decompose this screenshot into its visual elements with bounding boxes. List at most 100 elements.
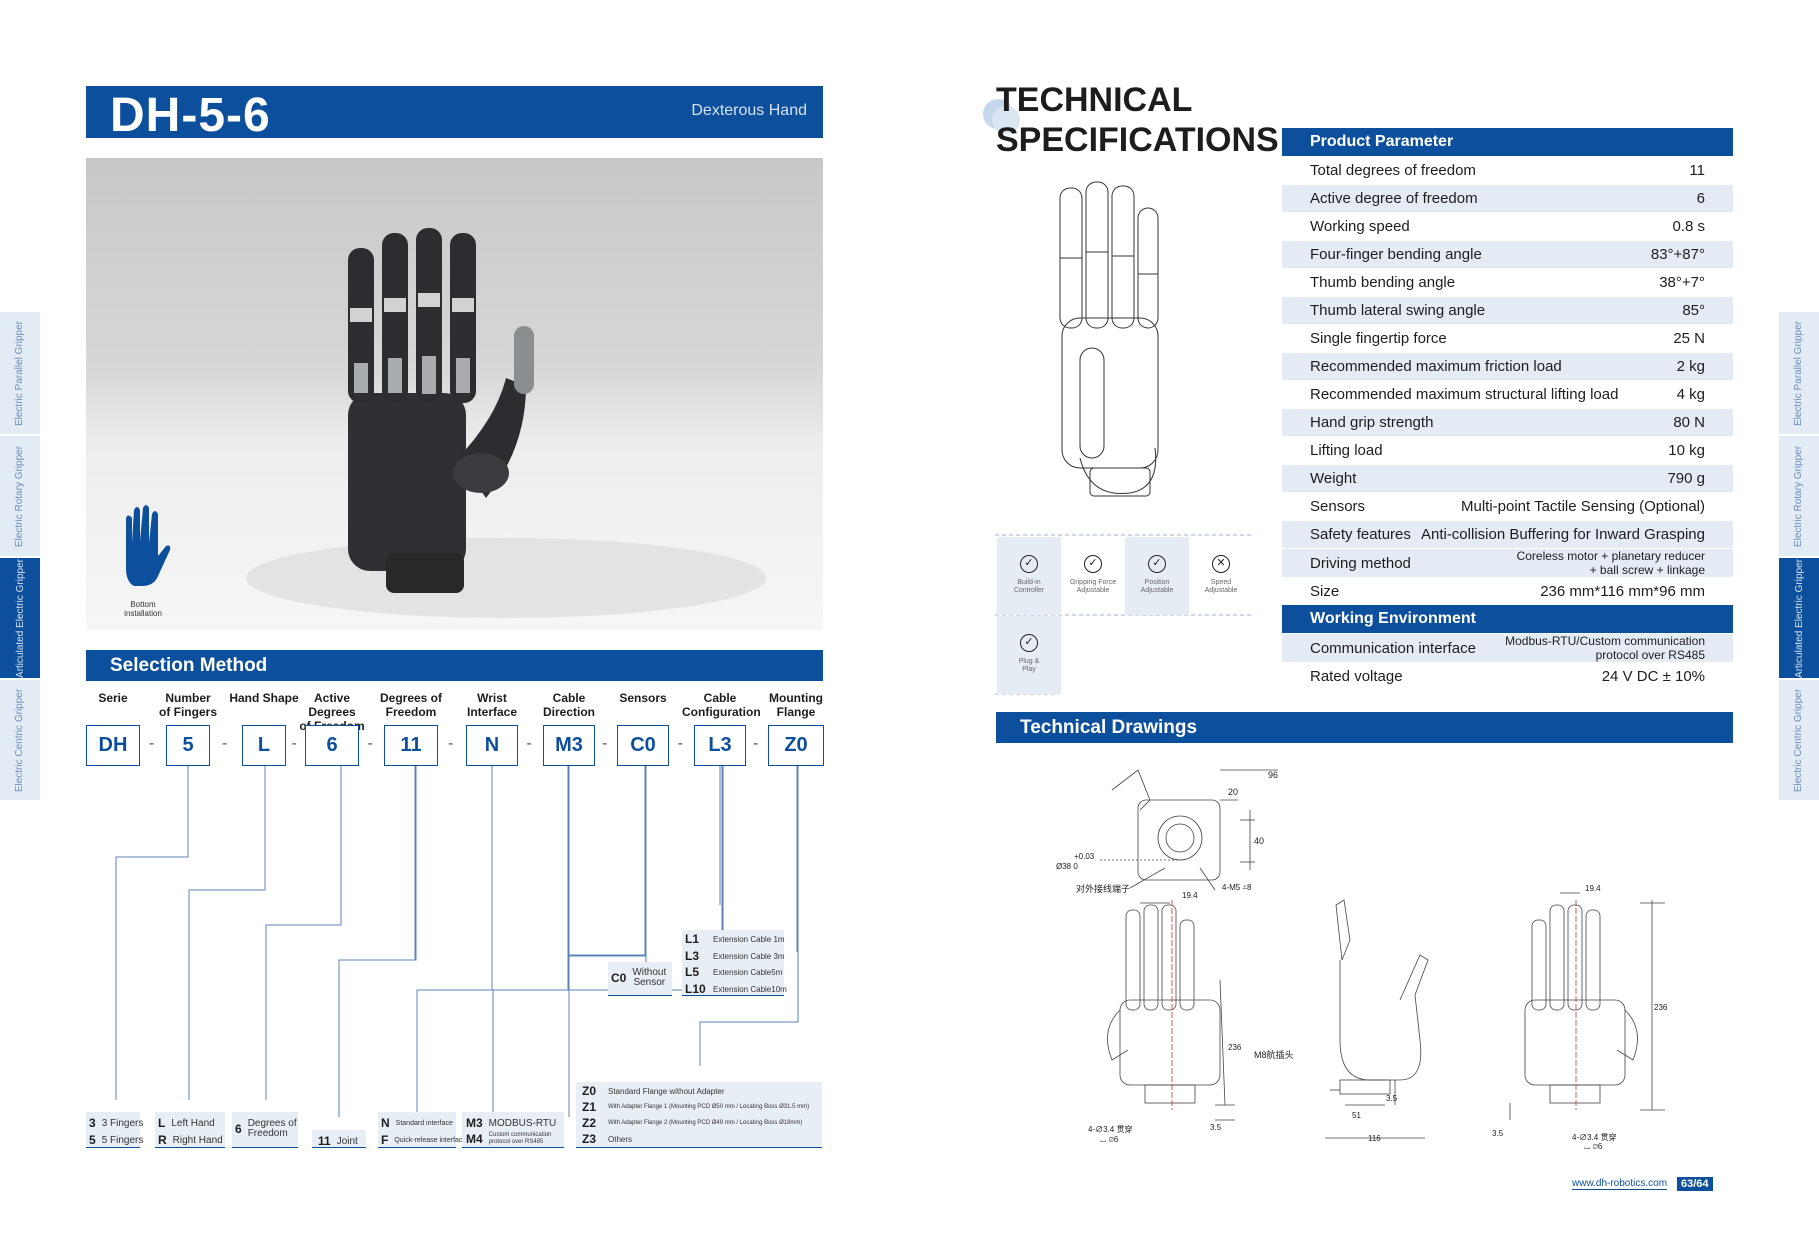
spec-row-key: Thumb bending angle <box>1310 274 1456 291</box>
spec-row: Recommended maximum structural lifting l… <box>1282 380 1733 408</box>
cross-icon: ✕ <box>1212 555 1230 573</box>
spec-row: Working speed 0.8 s <box>1282 212 1733 240</box>
dim-dia38: Ø38 0 <box>1056 862 1078 871</box>
spec-row-value: 0.8 s <box>1672 218 1705 235</box>
hand-options-box <box>155 1112 225 1148</box>
spec-title-decor <box>983 99 1020 134</box>
side-tab-centric-left[interactable]: Electric Centric Gripper <box>0 680 40 800</box>
side-tab-rotary-right[interactable]: Electric Rotary Gripper <box>1779 436 1819 556</box>
selection-dash: - <box>448 735 454 752</box>
side-tab-centric-right[interactable]: Electric Centric Gripper <box>1779 680 1819 800</box>
spec-row-value: 790 g <box>1667 470 1705 487</box>
dim-51: 51 <box>1352 1111 1361 1120</box>
selection-dash: - <box>291 735 297 752</box>
spec-row-value: 6 <box>1696 190 1705 207</box>
spec-row-value: 38°+7° <box>1659 274 1705 291</box>
product-parameter-header: Product Parameter <box>1282 128 1733 156</box>
spec-row-key: Weight <box>1310 470 1357 487</box>
dim-m5: 4-M5 ⩡8 <box>1222 883 1252 892</box>
selection-code-box[interactable]: 11 <box>384 725 438 766</box>
spec-row-value: Anti-collision Buffering for Inward Gras… <box>1420 526 1705 543</box>
side-tab-articulated-left[interactable]: Articulated Electric Gripper <box>0 558 40 678</box>
spec-table: Product Parameter Total degrees of freed… <box>1282 128 1733 690</box>
spec-row-key: Recommended maximum structural lifting l… <box>1310 386 1619 403</box>
spec-row-key: Sensors <box>1310 498 1366 515</box>
feature-plug-play: ✓Plug &Play <box>997 616 1061 694</box>
selection-code-box[interactable]: M3 <box>543 725 595 766</box>
check-icon: ✓ <box>1084 555 1102 573</box>
selection-dash: - <box>677 735 683 752</box>
hand-line-drawing <box>1059 181 1159 497</box>
connector-label: 对外接线端子 <box>1076 883 1130 894</box>
selection-code-box[interactable]: N <box>466 725 518 766</box>
selection-code-box[interactable]: 5 <box>166 725 210 766</box>
technical-drawings-bar: Technical Drawings <box>996 712 1733 743</box>
dim-116: 116 <box>1368 1134 1381 1143</box>
bottom-installation-icon <box>126 505 171 586</box>
feature-grid-border <box>995 534 1253 695</box>
selection-code-box[interactable]: Z0 <box>768 725 824 766</box>
spec-title-line-2: SPECIFICATIONS <box>996 121 1279 159</box>
selection-dash: - <box>367 735 373 752</box>
side-tab-parallel-right[interactable]: Electric Parallel Gripper <box>1779 312 1819 434</box>
selection-method-bar: Selection Method <box>86 650 823 681</box>
product-title-bar: DH-5-6 Dexterous Hand <box>86 86 823 142</box>
spec-row-value: 2 kg <box>1676 358 1705 375</box>
holes-label: 4-∅3.4 贯穿 <box>1088 1124 1132 1134</box>
dim-19-4-b: 19.4 <box>1585 884 1601 893</box>
dim-40: 40 <box>1254 836 1264 846</box>
selection-code-box[interactable]: C0 <box>617 725 669 766</box>
selection-code-box[interactable]: L <box>242 725 286 766</box>
m8-connector-label: M8航插头 <box>1254 1049 1294 1060</box>
selection-method-title: Selection Method <box>110 655 268 676</box>
cable-options-box <box>462 1112 564 1148</box>
product-subtitle: Dexterous Hand <box>691 102 807 119</box>
sensor-options-box <box>608 962 672 996</box>
selection-code-box[interactable]: L3 <box>694 725 746 766</box>
product-title: DH-5-6 <box>110 89 271 142</box>
spec-row-value: 11 <box>1689 162 1705 179</box>
footer-url[interactable]: www.dh-robotics.com <box>1572 1178 1668 1190</box>
product-photo: Bottom installation <box>86 158 823 630</box>
footer-page-number: 63/64 <box>1677 1177 1713 1191</box>
spec-title-line-1: TECHNICAL <box>996 81 1193 119</box>
side-tab-articulated-right[interactable]: Articulated Electric Gripper <box>1779 558 1819 678</box>
selection-code-box[interactable]: 6 <box>305 725 359 766</box>
spec-row-value: 25 N <box>1673 330 1705 347</box>
side-tab-rotary-left[interactable]: Electric Rotary Gripper <box>0 436 40 556</box>
holes-label-2: 4-∅3.4 贯穿 <box>1572 1132 1616 1142</box>
side-tab-parallel-left[interactable]: Electric Parallel Gripper <box>0 312 40 434</box>
selection-code-box[interactable]: DH <box>86 725 140 766</box>
selection-column-header: Serie <box>98 691 128 705</box>
spec-row-key: Working speed <box>1310 218 1410 235</box>
